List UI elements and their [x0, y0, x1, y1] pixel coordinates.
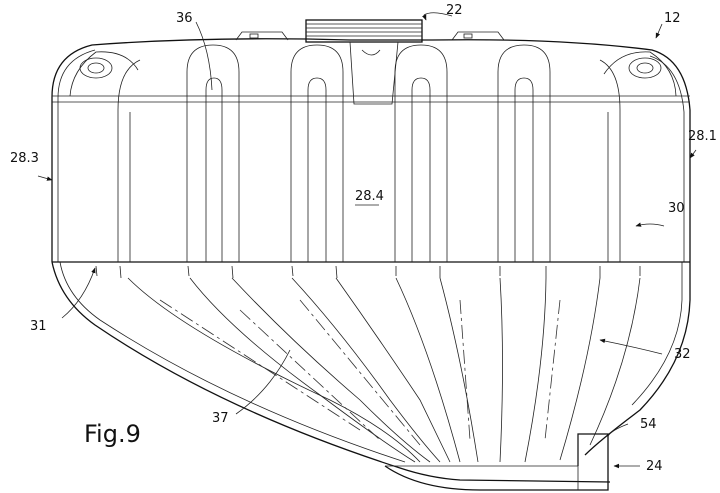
label-37: 37 [212, 411, 229, 426]
label-30: 30 [668, 201, 685, 216]
tank-outline [51, 38, 691, 483]
label-22: 22 [446, 3, 463, 18]
label-28-3: 28.3 [10, 151, 39, 166]
u-ribs [117, 44, 621, 262]
filler-neck [305, 19, 423, 105]
label-12: 12 [664, 11, 681, 26]
label-36: 36 [176, 11, 193, 26]
reference-labels: 22 12 36 28.1 28.3 28.4 30 31 32 37 54 2… [10, 3, 717, 474]
label-28-4: 28.4 [355, 189, 384, 204]
seam-marks [95, 265, 641, 279]
figure-label: Fig.9 [84, 420, 141, 448]
label-31: 31 [30, 319, 47, 334]
label-28-1: 28.1 [688, 129, 717, 144]
label-24: 24 [646, 459, 663, 474]
outlet [384, 433, 609, 491]
funnel-lines [127, 277, 641, 463]
leader-lines [37, 12, 697, 469]
top-mounts [235, 31, 505, 41]
label-32: 32 [674, 347, 691, 362]
label-54: 54 [640, 417, 657, 432]
corner-bosses [69, 51, 677, 97]
